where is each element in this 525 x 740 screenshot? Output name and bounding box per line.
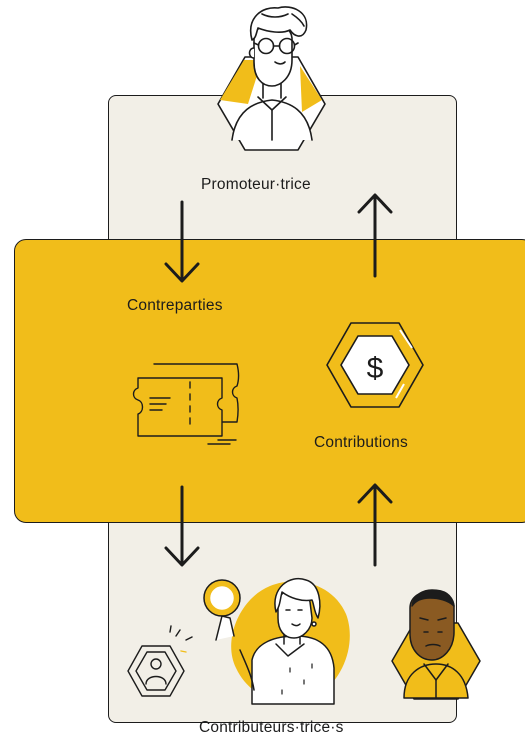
contributions-label: Contributions <box>314 434 408 451</box>
ticket-icon <box>127 363 240 445</box>
arrow-down-icon <box>164 200 200 283</box>
arrow-up-icon <box>357 483 393 567</box>
rewards-label: Contreparties <box>127 297 223 314</box>
man-contributor-icon <box>391 589 481 700</box>
woman-contributor-icon <box>203 577 350 705</box>
dollar-symbol: $ <box>367 352 384 385</box>
contributors-label: Contributeurs·trice·s <box>199 719 344 736</box>
platform-band <box>14 239 525 523</box>
dollar-hexagon-icon: $ <box>326 322 424 408</box>
arrow-up-icon <box>357 193 393 278</box>
arrow-down-icon <box>164 485 200 567</box>
user-hexagon-icon <box>127 625 193 697</box>
promoter-avatar-icon <box>217 6 326 151</box>
promoter-label: Promoteur·trice <box>201 176 311 193</box>
